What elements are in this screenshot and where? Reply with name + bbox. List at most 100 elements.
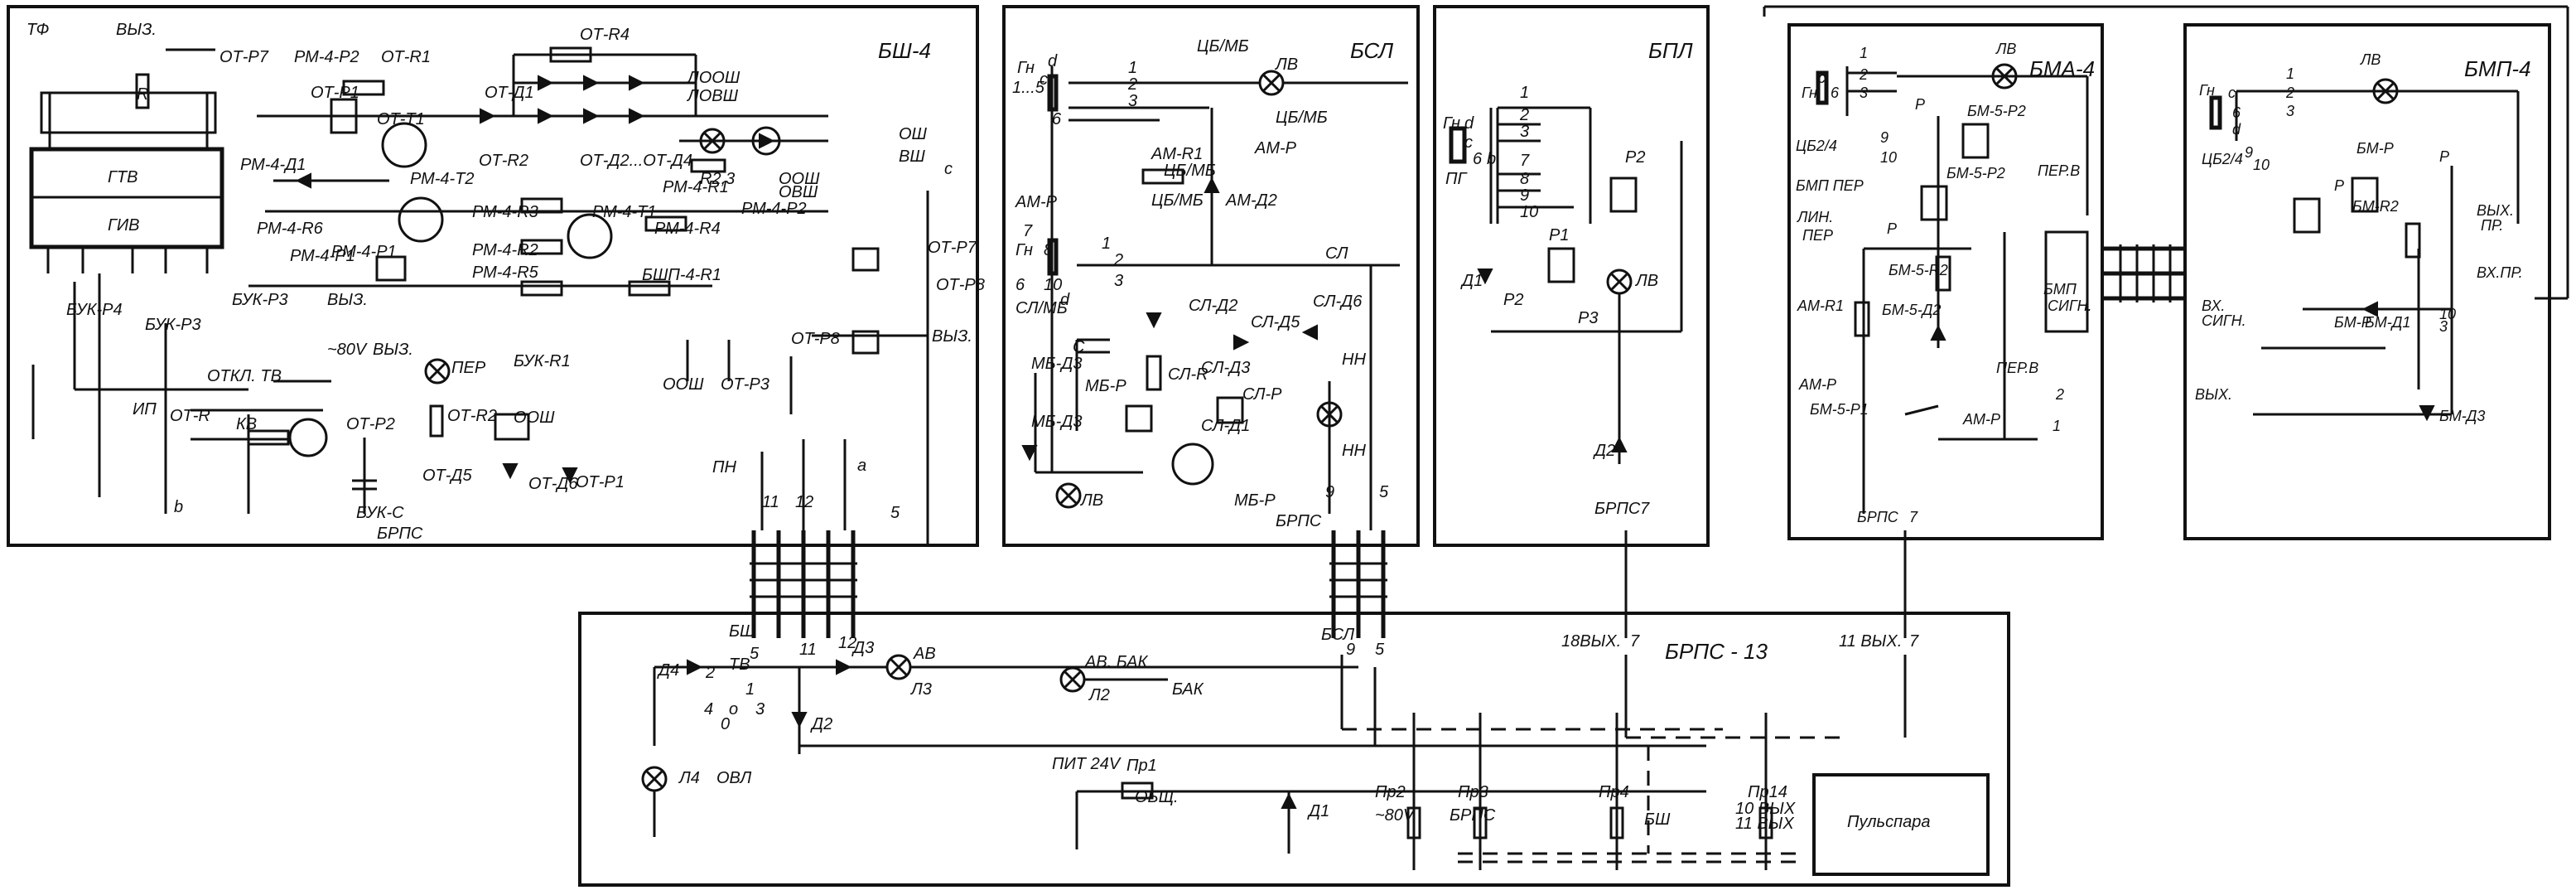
bsl-label: АМ-Р (1254, 139, 1297, 157)
bsh4-label: БШП-4-R1 (642, 266, 721, 284)
bpl-label: 7 (1520, 152, 1530, 170)
bsl-label: ЦБ/МБ (1151, 191, 1204, 210)
bma4-label: АМ-Р (1962, 411, 2000, 428)
bsh4-label: БУК-С (356, 504, 404, 522)
brps13-label: 7 (1909, 632, 1919, 651)
bsh4-label: ПЕР (451, 359, 486, 377)
bsl-label: АМ-Д2 (1225, 191, 1277, 210)
brps13-label: Пр3 (1458, 783, 1488, 801)
bsh4-label: ВЫЗ. (373, 341, 413, 359)
bsl-label: 8 (1044, 241, 1053, 259)
bma4-label: ЛВ (1995, 41, 2016, 57)
bsl-label: c (1040, 70, 1048, 89)
bpl-label: d (1464, 114, 1474, 133)
brps13-label: ТВ (729, 656, 750, 674)
bsh4-label: РМ-4-Р1 (331, 243, 397, 261)
bpl-label: Р2 (1503, 291, 1523, 309)
bsh4-label: ВЫЗ. (116, 21, 157, 39)
brps13-label: ~80V (1375, 806, 1416, 825)
bma4-label: АМ-Р (1798, 376, 1836, 393)
bsl-circuit (1021, 66, 1408, 530)
bsh4-label: ОТ-R4 (580, 26, 630, 44)
bpl-label: Р3 (1578, 309, 1598, 327)
bmp4-label: ПР. (2481, 217, 2503, 234)
brps13-label: БСЛ (1321, 626, 1354, 644)
bsl-label: СЛ-Д6 (1313, 293, 1363, 311)
bsh4-label: ОТ-Т1 (377, 110, 425, 128)
bsl-label: 9 (1325, 483, 1334, 501)
bsh4-label: ОШ (899, 125, 928, 143)
bpl-label: b (1487, 150, 1496, 168)
bsl-label: d (1060, 291, 1070, 309)
bsl-label: ЦБ/МБ (1276, 109, 1328, 127)
bsh4-label: РМ-4-R5 (472, 264, 539, 282)
bsh4-label: ИП (133, 400, 157, 418)
bsh4-label: ОТ-Д1 (485, 84, 534, 102)
bpl-label: Д1 (1460, 272, 1483, 290)
brps13-label: 5 (1375, 641, 1385, 659)
bma4-label: БМ-5-Р2 (1967, 103, 2026, 119)
bsl-label: НН (1342, 442, 1366, 460)
brps13-label: 18ВЫХ. (1561, 632, 1621, 651)
bpl-circuit (1449, 106, 1683, 464)
bmp4-label: ЛВ (2360, 51, 2381, 68)
pulspara-box (1812, 773, 1990, 876)
bma4-label: БРПС (1857, 509, 1899, 525)
bsl-label: 1...5 (1012, 79, 1045, 97)
bsh4-label: РМ-4-Р2 (741, 200, 807, 218)
bsl-label: С (1073, 338, 1085, 356)
brps13-label: Пр14 (1748, 783, 1787, 801)
bma4-label: ПЕР (1802, 227, 1833, 244)
bsh4-label: БУК-R1 (514, 352, 571, 370)
brps13-label: ОВЛ (716, 769, 751, 787)
bmp4-label: ВХ. (2202, 298, 2225, 314)
bma4-label: БМП (2043, 281, 2077, 298)
brps13-label: Д3 (851, 639, 874, 657)
bpl-label: 9 (1520, 186, 1529, 205)
bsh4-label: R2,3 (700, 170, 735, 188)
bsl-label: НН (1342, 351, 1366, 369)
bsh4-label: ЛОВШ (686, 87, 739, 105)
bmp4-label: СИГН. (2202, 312, 2246, 329)
bpl-label: 6 (1473, 150, 1483, 168)
bpl-label: 3 (1520, 123, 1529, 141)
bma4-label: ПЕР.В (2038, 162, 2080, 179)
bmp4-label: ВЫХ. (2477, 202, 2514, 219)
connectors (750, 5, 2569, 638)
bmp4-label: 1 (2286, 65, 2294, 82)
bmp4-circuit (2209, 78, 2520, 422)
bsh4-label: ООШ (779, 170, 820, 188)
bpl-label: 7 (1640, 500, 1650, 518)
bmp4-label: 3 (2286, 103, 2294, 119)
bsh4-label: РМ-4-R6 (257, 220, 324, 238)
bsh4-label: ОТ-Р7 (219, 48, 269, 66)
bsh4-label: ВШ (899, 148, 925, 166)
bsh4-label: b (174, 498, 183, 516)
title-bsl: БСЛ (1350, 38, 1393, 63)
bsh4-label: ОТ-R1 (381, 48, 431, 66)
brps13-label: 0 (721, 715, 730, 733)
bsh4-label: ОТ-Р2 (346, 415, 395, 433)
bmp4-label: Р (2334, 177, 2344, 194)
bmp4-label: 2 (2285, 85, 2294, 101)
bsh4-label: ОТ-Р3 (721, 375, 769, 394)
bsl-label: 10 (1044, 276, 1062, 294)
bsh4-label: ВЫЗ. (932, 327, 972, 346)
bsl-label: d (1048, 52, 1058, 70)
title-bsh4: БШ-4 (878, 38, 931, 63)
bsh4-label: БУК-Р3 (232, 291, 288, 309)
block-bmp4-frame (2183, 23, 2551, 540)
bsl-label: 1 (1102, 235, 1111, 253)
brps13-label: ОБЩ. (1135, 788, 1179, 806)
bsh4-label: ОТКЛ. ТВ (207, 367, 282, 385)
bsh4-label: РМ-4-Д1 (240, 156, 306, 174)
bpl-label: c (1464, 133, 1473, 152)
bsl-label: СЛ-Д3 (1201, 359, 1250, 377)
bmp4-label: 3 (2439, 318, 2448, 335)
brps13-label: Л3 (909, 680, 932, 699)
brps13-label: 2 (705, 664, 715, 682)
bsh4-label: ОТ-Р1 (576, 473, 625, 491)
brps13-label: 4 (704, 700, 713, 718)
bma4-label: БМ-5-Д2 (1882, 302, 1941, 318)
